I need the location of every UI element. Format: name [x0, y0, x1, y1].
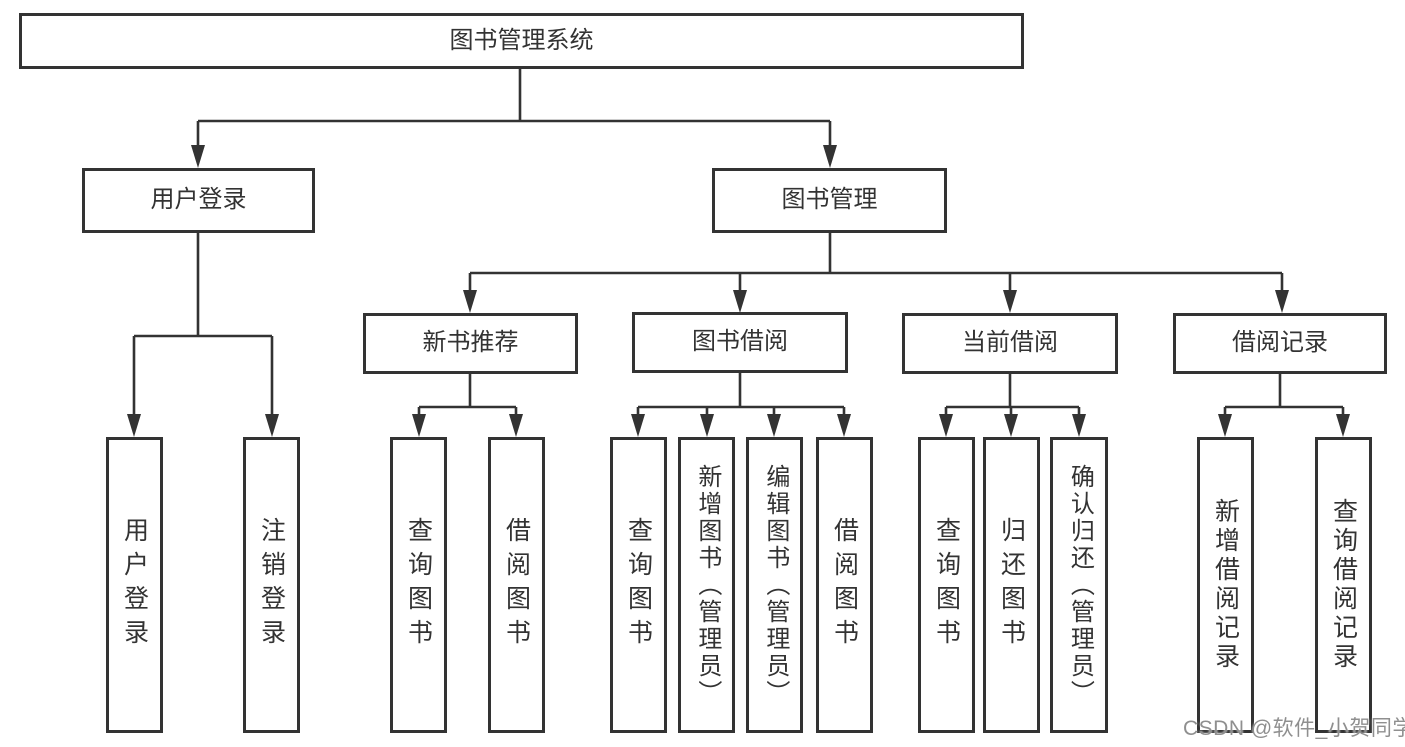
leaf-query-books-recommend-label: 查询图书: [404, 517, 433, 653]
leaf-return-books-label: 归还图书: [997, 517, 1026, 653]
node-root-library-system: 图书管理系统: [19, 13, 1024, 69]
leaf-query-books-recommend: 查询图书: [390, 437, 447, 733]
leaf-borrow-books-recommend: 借阅图书: [488, 437, 545, 733]
leaf-edit-book-admin-label: 编辑图书（管理员）: [761, 463, 789, 707]
node-book-management: 图书管理: [712, 168, 947, 233]
leaf-logout-label: 注销登录: [257, 517, 286, 653]
leaf-borrow-books: 借阅图书: [816, 437, 873, 733]
leaf-borrow-books-label: 借阅图书: [830, 517, 859, 653]
leaf-query-books-current-label: 查询图书: [932, 517, 961, 653]
leaf-return-books: 归还图书: [983, 437, 1040, 733]
leaf-query-borrow-record-label: 查询借阅记录: [1329, 498, 1358, 672]
leaf-query-books-borrow-label: 查询图书: [624, 517, 653, 653]
leaf-logout: 注销登录: [243, 437, 300, 733]
watermark: CSDN @软件_小贺同学: [1183, 717, 1405, 740]
leaf-user-login-label: 用户登录: [120, 517, 149, 653]
node-new-book-recommend: 新书推荐: [363, 313, 578, 374]
leaf-query-books-borrow: 查询图书: [610, 437, 667, 733]
node-borrow-records: 借阅记录: [1173, 313, 1387, 374]
node-user-login: 用户登录: [82, 168, 315, 233]
leaf-borrow-books-recommend-label: 借阅图书: [502, 517, 531, 653]
leaf-query-books-current: 查询图书: [918, 437, 975, 733]
node-current-borrow: 当前借阅: [902, 313, 1118, 374]
node-book-borrow: 图书借阅: [632, 312, 848, 373]
leaf-add-borrow-record-label: 新增借阅记录: [1211, 498, 1240, 672]
leaf-edit-book-admin: 编辑图书（管理员）: [746, 437, 803, 733]
leaf-confirm-return-admin: 确认归还（管理员）: [1050, 437, 1108, 733]
leaf-confirm-return-admin-label: 确认归还（管理员）: [1066, 463, 1094, 707]
leaf-add-book-admin: 新增图书（管理员）: [678, 437, 735, 733]
leaf-add-borrow-record: 新增借阅记录: [1197, 437, 1254, 733]
leaf-add-book-admin-label: 新增图书（管理员）: [693, 463, 721, 707]
leaf-user-login: 用户登录: [106, 437, 163, 733]
leaf-query-borrow-record: 查询借阅记录: [1315, 437, 1372, 733]
